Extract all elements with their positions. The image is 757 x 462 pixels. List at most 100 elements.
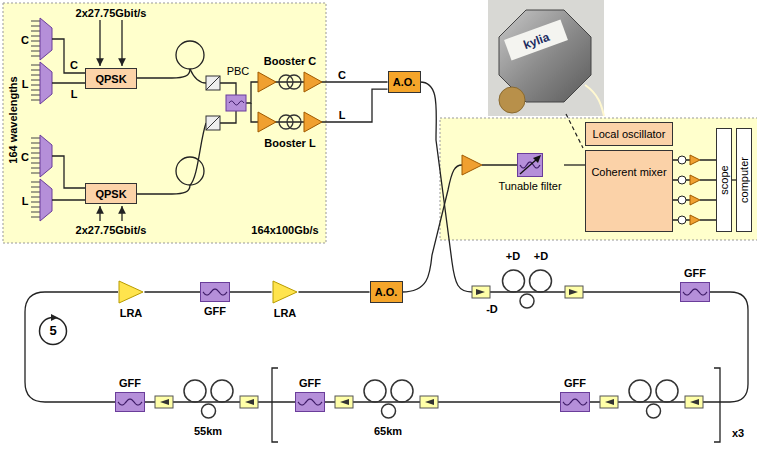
doped-fiber-coil — [279, 115, 293, 129]
fiber-spool — [629, 380, 678, 418]
laser-label: Local oscillator — [593, 127, 666, 141]
isolator-symbol — [420, 396, 438, 408]
isolator-symbol — [240, 396, 258, 408]
filter-body — [116, 393, 145, 412]
gain-flattening-icon — [115, 392, 145, 412]
data-arrow — [99, 206, 100, 221]
power-amplifier: Booster L — [256, 108, 324, 150]
fiber — [52, 156, 85, 188]
dispersion-label-holder: +D — [534, 246, 548, 264]
gain-flattening-unit: GFF — [680, 266, 710, 304]
fiber — [402, 165, 462, 292]
gain-flattening-label: GFF — [299, 376, 321, 390]
gain-flattening-icon — [295, 392, 325, 412]
fiber — [190, 69, 206, 83]
pbc-cube — [206, 116, 220, 130]
isolator-symbol — [472, 286, 490, 298]
gain-flattening-unit: GFF — [560, 376, 590, 414]
repeat-count: x3 — [732, 427, 744, 439]
fiber — [325, 401, 560, 402]
band-letter-holder: L — [71, 84, 78, 102]
span-length-holder: 65km — [374, 421, 402, 439]
band-letter: C — [21, 34, 29, 46]
tuning-arrow — [520, 159, 537, 174]
pbc-cube — [206, 76, 220, 90]
photodiode — [678, 216, 686, 224]
raman-symbol — [272, 280, 298, 304]
electrical-amplifier — [690, 195, 700, 205]
comb-lines — [31, 138, 40, 173]
modulator-label: QPSK — [95, 187, 126, 201]
gain-flattening-icon — [560, 392, 590, 412]
band-letter: L — [71, 88, 78, 100]
repeat-count-holder: x3 — [732, 423, 744, 441]
filter-wave — [298, 399, 322, 405]
band-letter-holder: C — [21, 147, 29, 165]
band-letter-holder: L — [22, 191, 29, 209]
hybrid-box: Coherent mixer — [585, 150, 673, 232]
loop-circle — [40, 318, 67, 345]
coin — [499, 87, 525, 113]
fiber — [246, 82, 256, 103]
instrument-label: scope — [717, 165, 731, 194]
wdm-mux — [40, 135, 52, 177]
device-sticker — [504, 19, 568, 60]
span-length: 65km — [374, 425, 402, 437]
band-letter-holder: C — [70, 55, 78, 73]
component-label-holder: PBC — [227, 61, 250, 79]
wdm-mux — [40, 179, 52, 221]
fiber — [251, 103, 256, 122]
filter-body — [561, 393, 590, 412]
switch-box: A.O. — [388, 71, 421, 93]
dashed-leader — [566, 114, 583, 148]
comb-lines — [31, 21, 40, 56]
channel-count: 164 wavelengths — [7, 76, 19, 163]
dispersion-label: +D — [506, 250, 520, 262]
switch-label: A.O. — [393, 75, 416, 89]
bandpass-icon — [517, 153, 543, 177]
band-letter: L — [22, 195, 29, 207]
fiber — [137, 185, 190, 194]
bandpass-unit: Tunable filter — [496, 151, 564, 193]
doped-fiber-coil — [287, 75, 301, 89]
raman-amplifier: LRA — [272, 278, 299, 320]
amplifier-triangle — [304, 112, 322, 132]
gain-flattening-label: GFF — [564, 376, 586, 390]
receiver-panel — [440, 118, 757, 240]
dispersion-label: -D — [486, 303, 498, 315]
rate-label-holder: 2x27.75Gbit/s — [76, 220, 147, 238]
fiber — [220, 83, 236, 95]
instrument-label: computer — [737, 157, 751, 203]
isolator-symbol — [685, 396, 703, 408]
modulator-label: QPSK — [95, 72, 126, 86]
gain-flattening-label: GFF — [119, 376, 141, 390]
pbc-diagonal — [206, 76, 220, 90]
fiber-connector — [230, 291, 272, 292]
filter-body — [518, 154, 543, 177]
band-letter-holder: C — [338, 65, 346, 83]
gain-flattening-unit: GFF — [115, 376, 145, 414]
electrical-amplifier — [690, 175, 700, 185]
rate-label-holder: 164x100Gb/s — [251, 220, 318, 238]
modulator-box: QPSK — [85, 183, 137, 204]
switch-label: A.O. — [375, 285, 398, 299]
span-length: 55km — [194, 425, 222, 437]
fiber — [52, 39, 85, 73]
gain-flattening-unit: GFF — [295, 376, 325, 414]
wdm-mux — [40, 18, 52, 60]
bracket — [714, 368, 720, 442]
pbc-diagonal — [206, 116, 220, 130]
band-letter: C — [21, 151, 29, 163]
fiber — [190, 123, 206, 185]
raman-label: LRA — [120, 306, 143, 320]
amplifier-label: Booster C — [264, 54, 317, 68]
amplifier-triangle — [304, 72, 322, 92]
amplifier-triangle — [273, 281, 297, 303]
filter-body — [201, 283, 230, 302]
band-letter-holder: C — [21, 30, 29, 48]
fiber — [420, 82, 472, 292]
gain-flattening-label: GFF — [684, 266, 706, 280]
band-letter-holder: L — [22, 74, 29, 92]
doped-fiber-coil — [287, 115, 301, 129]
